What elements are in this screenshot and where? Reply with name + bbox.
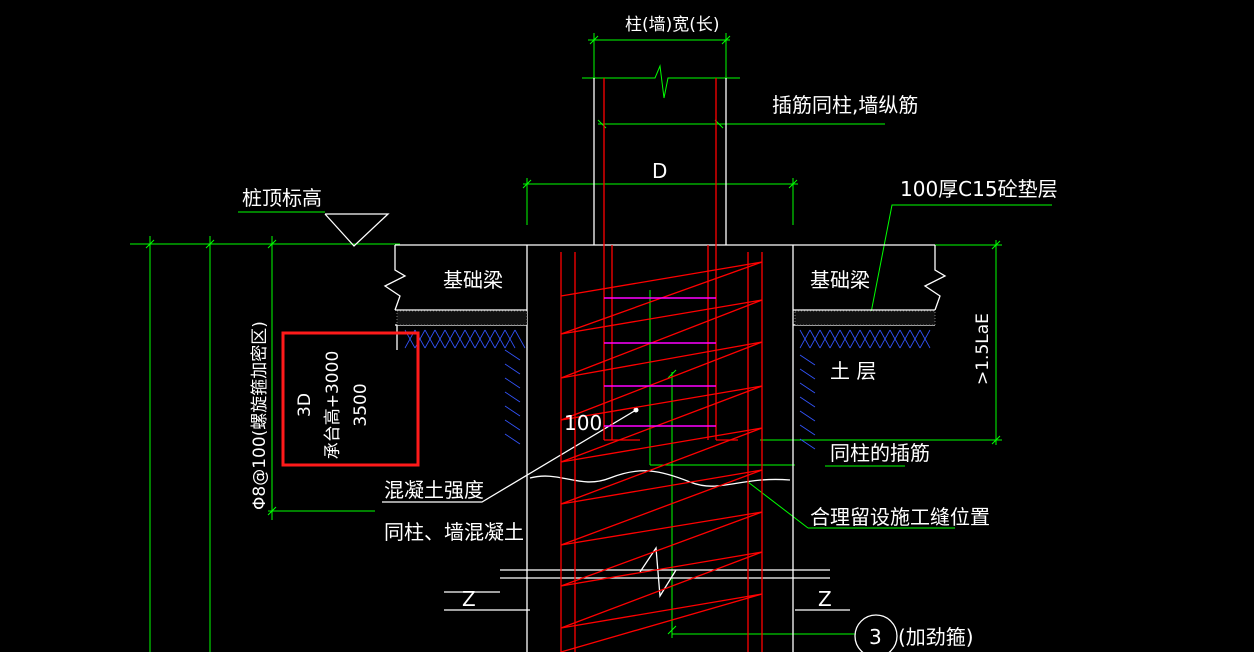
cushion-layer [396, 310, 936, 326]
cap-line-3: 3500 [351, 383, 371, 426]
same-dowel-label: 同柱的插筋 [830, 441, 930, 465]
embed-length-label: >1.5LaE [973, 313, 993, 385]
detail-number: 3 [869, 625, 882, 649]
dimension-100-label: 100 [564, 411, 602, 435]
cap-line-2: 承台高+3000 [323, 351, 343, 460]
concrete-same-label: 同柱、墙混凝土 [384, 520, 524, 544]
concrete-strength-label: 混凝土强度 [384, 478, 484, 502]
dowel-note: 插筋同柱,墙纵筋 [772, 93, 918, 117]
beam-left-label: 基础梁 [443, 268, 503, 292]
section-mark-left: Z [462, 587, 476, 611]
section-mark-right: Z [818, 587, 832, 611]
soil-layer-label: 土 层 [830, 359, 876, 383]
column-stirrups [604, 297, 716, 427]
column-width-label: 柱(墙)宽(长) [625, 15, 720, 35]
highlight-box [281, 331, 420, 467]
cushion-note: 100厚C15砼垫层 [900, 177, 1058, 201]
d-dimension-label: D [652, 159, 667, 183]
construction-joint-label: 合理留设施工缝位置 [810, 505, 990, 529]
cap-line-1: 3D [295, 393, 315, 417]
spiral-stirrup-note: Φ8@100(螺旋箍加密区) [250, 321, 270, 510]
pile-top-elevation-label: 桩顶标高 [242, 186, 322, 210]
beam-right-label: 基础梁 [810, 268, 870, 292]
leader-dot [633, 407, 639, 413]
dimension-lines [130, 33, 1052, 652]
soil-hatch [404, 329, 931, 450]
detail-label: (加劲箍) [898, 625, 974, 649]
